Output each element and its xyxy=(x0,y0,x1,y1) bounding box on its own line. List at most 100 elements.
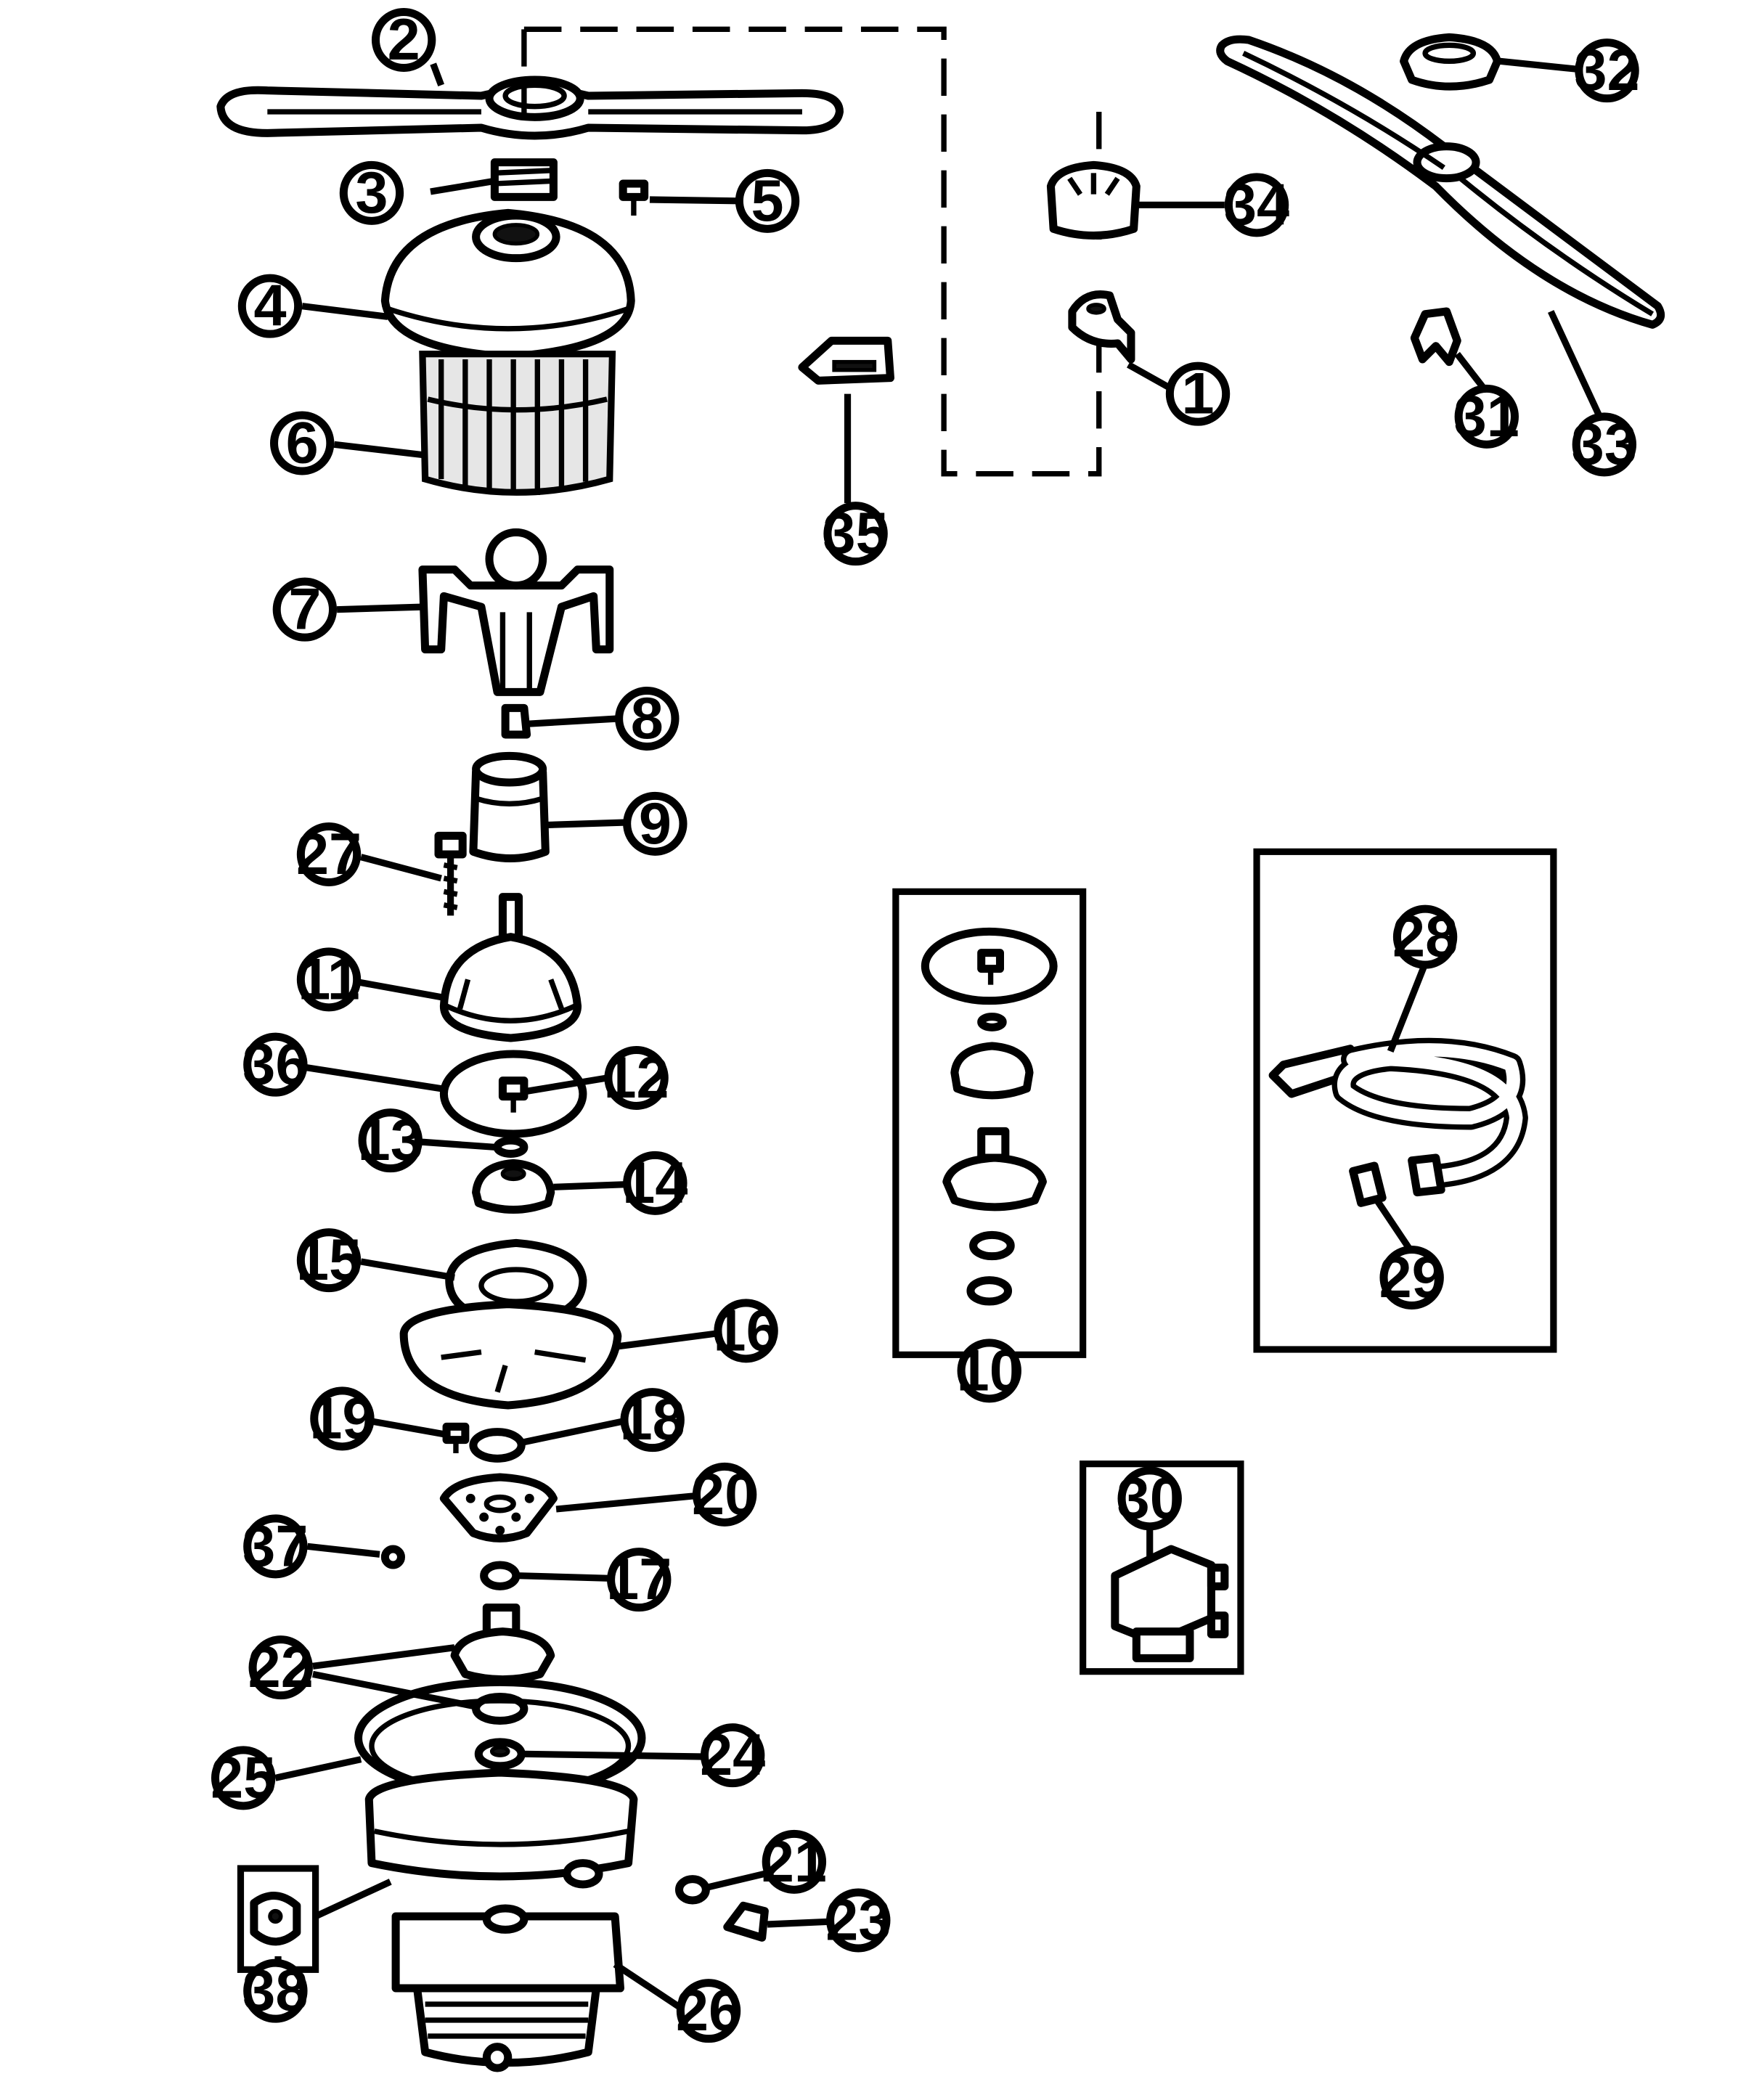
callout-27: 27 xyxy=(296,822,362,887)
callout-26-label: 26 xyxy=(676,1978,741,2043)
lower-spray-arm-drawing xyxy=(216,75,844,140)
callout-37: 37 xyxy=(242,1513,308,1579)
callout-34-label: 34 xyxy=(1224,172,1289,237)
callout-28-label: 28 xyxy=(1392,904,1458,970)
callout-31-label: 31 xyxy=(1454,384,1519,449)
grommet-23-drawing xyxy=(723,1901,769,1942)
callout-2-label: 2 xyxy=(388,7,420,73)
callout-2: 2 xyxy=(371,7,436,73)
cap-34-drawing xyxy=(1046,160,1141,240)
callout-28: 28 xyxy=(1392,904,1458,970)
callout-1-label: 1 xyxy=(1181,361,1214,427)
callout-17: 17 xyxy=(606,1547,672,1612)
callout-26: 26 xyxy=(676,1978,741,2043)
screw-5-drawing xyxy=(619,179,649,216)
callout-37-label: 37 xyxy=(242,1513,308,1579)
callout-36-label: 36 xyxy=(242,1032,308,1098)
callout-14: 14 xyxy=(622,1151,688,1216)
seal-17-drawing xyxy=(480,1561,521,1590)
perforated-plate-20-drawing xyxy=(439,1473,558,1543)
callout-18-label: 18 xyxy=(620,1387,685,1453)
callout-31: 31 xyxy=(1454,384,1519,449)
seal-kit-10-box xyxy=(892,888,1087,1358)
callout-6: 6 xyxy=(269,411,335,476)
callout-1: 1 xyxy=(1165,361,1231,427)
callout-35-label: 35 xyxy=(823,501,889,566)
callout-11-label: 11 xyxy=(298,947,360,1012)
callout-11: 11 xyxy=(296,947,362,1012)
callout-33-label: 33 xyxy=(1572,412,1637,477)
callout-9-label: 9 xyxy=(639,791,672,857)
callout-12: 12 xyxy=(604,1045,669,1111)
callout-23: 23 xyxy=(825,1888,891,1953)
callout-18: 18 xyxy=(620,1387,685,1453)
callout-16-label: 16 xyxy=(714,1298,779,1363)
callout-32: 32 xyxy=(1574,38,1639,103)
motor-26-drawing xyxy=(391,1904,624,2072)
callout-24: 24 xyxy=(700,1723,765,1788)
callout-21: 21 xyxy=(762,1829,827,1895)
gasket-38-drawing xyxy=(237,1865,319,1973)
callout-36: 36 xyxy=(242,1032,308,1098)
callout-10: 10 xyxy=(957,1338,1022,1403)
leader-lines xyxy=(274,57,1602,2010)
clip-31-drawing xyxy=(1410,307,1461,367)
callout-17-label: 17 xyxy=(606,1547,672,1612)
upper-spray-arm-33-drawing xyxy=(1216,35,1665,329)
o-ring-36-drawing xyxy=(439,1050,587,1138)
bolt-27-drawing xyxy=(434,831,467,916)
callout-3: 3 xyxy=(339,160,404,226)
callout-19: 19 xyxy=(309,1386,375,1451)
washer-13-drawing xyxy=(493,1136,529,1158)
callout-3-label: 3 xyxy=(355,160,388,226)
pump-housing-16-drawing xyxy=(399,1300,622,1410)
callout-13: 13 xyxy=(358,1108,423,1173)
clip-8-drawing xyxy=(501,703,531,739)
callout-13-label: 13 xyxy=(358,1108,423,1173)
callout-35: 35 xyxy=(823,501,889,566)
ball-37-drawing xyxy=(380,1545,405,1569)
nut-32-drawing xyxy=(1400,33,1502,91)
callout-19-label: 19 xyxy=(309,1386,375,1451)
callout-33: 33 xyxy=(1572,412,1637,477)
cylinder-9-drawing xyxy=(469,751,550,862)
callout-10-label: 10 xyxy=(957,1338,1022,1403)
callout-15-label: 15 xyxy=(296,1227,362,1293)
callout-30-label: 30 xyxy=(1117,1466,1183,1531)
callout-16: 16 xyxy=(714,1298,779,1363)
callout-8: 8 xyxy=(615,686,680,751)
callout-20: 20 xyxy=(692,1462,757,1527)
callout-6-label: 6 xyxy=(286,411,319,476)
nozzle-1-drawing xyxy=(1068,290,1135,364)
impeller-14-drawing xyxy=(472,1159,555,1214)
callout-25: 25 xyxy=(211,1745,276,1810)
callout-15: 15 xyxy=(296,1227,362,1293)
water-valve-30-box xyxy=(1080,1460,1244,1675)
callout-34: 34 xyxy=(1224,172,1289,237)
callout-30: 30 xyxy=(1117,1466,1183,1531)
callout-38-label: 38 xyxy=(242,1958,308,2024)
callout-20-label: 20 xyxy=(692,1462,757,1527)
callout-5-label: 5 xyxy=(751,168,784,234)
callout-8-label: 8 xyxy=(631,686,664,751)
callout-29-label: 29 xyxy=(1379,1245,1445,1310)
screw-12-drawing xyxy=(498,1076,529,1113)
o-ring-21-drawing xyxy=(674,1875,710,1905)
pump-body-drawing xyxy=(364,1768,638,1889)
diverter-spider-drawing xyxy=(418,528,614,696)
callout-21-label: 21 xyxy=(762,1829,827,1895)
drain-hose-28-box xyxy=(1253,848,1557,1353)
callout-12-label: 12 xyxy=(604,1045,669,1111)
callout-5: 5 xyxy=(735,168,800,234)
screw-19-drawing xyxy=(442,1422,470,1453)
callout-7-label: 7 xyxy=(288,577,321,642)
motor-mount-drawing xyxy=(439,893,582,1042)
callout-22-label: 22 xyxy=(248,1635,314,1700)
pump-cover-dome-drawing xyxy=(380,208,635,361)
callout-24-label: 24 xyxy=(700,1723,765,1788)
callout-9: 9 xyxy=(623,791,688,857)
bracket-35-drawing xyxy=(798,336,894,385)
check-valve-18-drawing xyxy=(469,1428,526,1463)
filter-screen-drawing xyxy=(419,351,616,496)
